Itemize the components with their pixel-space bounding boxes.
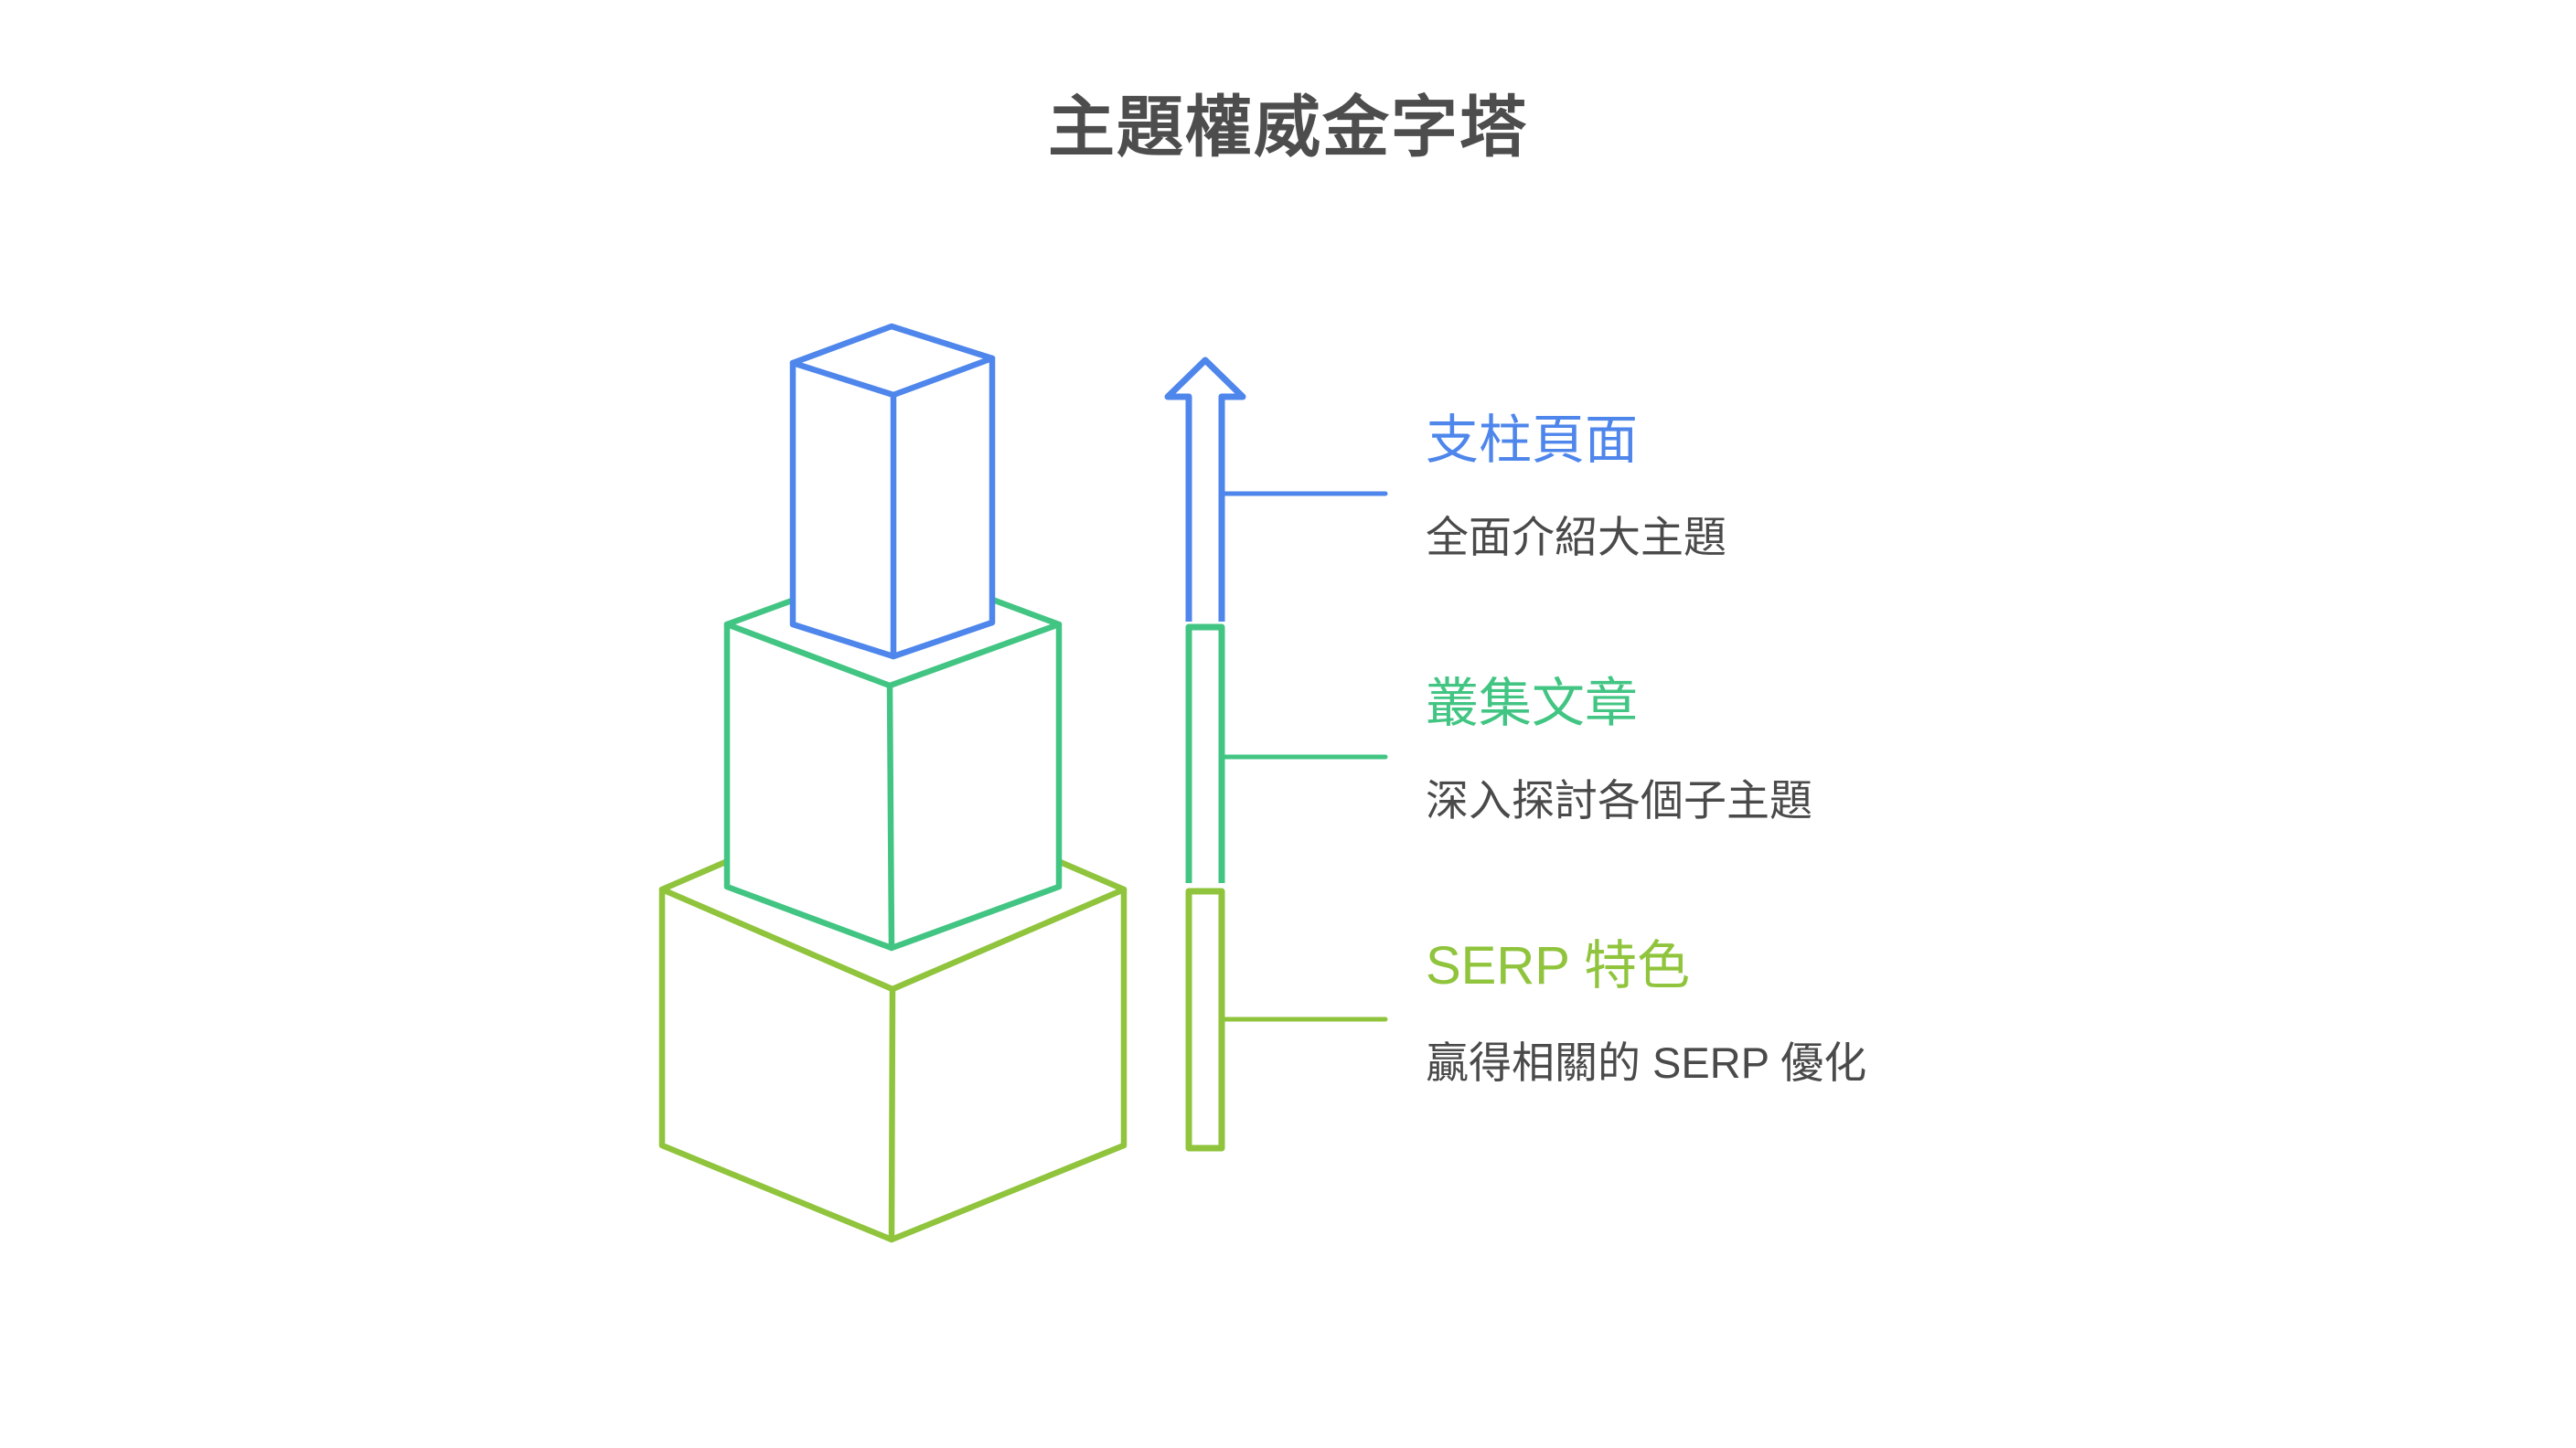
arrow-segment-olive [1185, 888, 1225, 1152]
up-arrow-icon [1164, 357, 1246, 1152]
page-title: 主題權威金字塔 [1048, 90, 1528, 165]
box-level-1 [789, 323, 996, 660]
level-3-heading: SERP 特色 [1426, 936, 1691, 996]
level-1-description: 全面介紹大主題 [1426, 513, 1726, 561]
level-2-heading: 叢集文章 [1426, 674, 1639, 733]
level-1-heading: 支柱頁面 [1426, 410, 1639, 470]
arrow-segment-blue [1164, 357, 1246, 622]
arrow-segment-green [1185, 623, 1225, 883]
level-2-description: 深入探討各個子主題 [1426, 776, 1812, 825]
level-3-description: 贏得相關的 SERP 優化 [1426, 1038, 1867, 1087]
